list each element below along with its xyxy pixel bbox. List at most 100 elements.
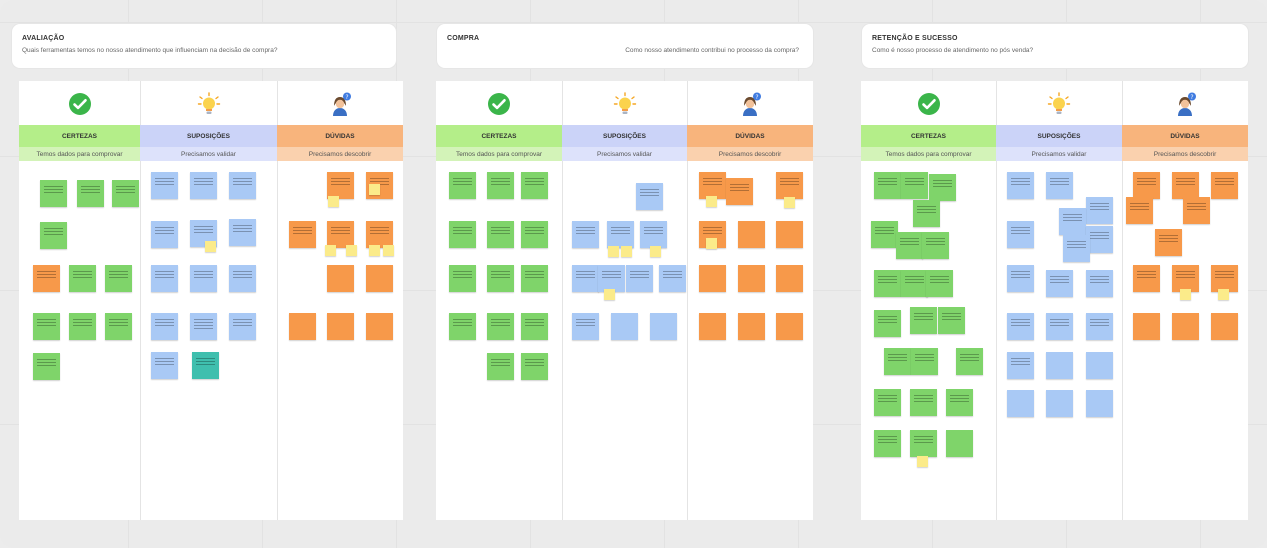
sticky-note[interactable]	[874, 389, 901, 416]
sticky-note[interactable]	[598, 265, 625, 292]
sticky-note[interactable]	[487, 172, 514, 199]
sticky-note[interactable]	[521, 265, 548, 292]
sticky-note[interactable]	[604, 289, 615, 300]
sticky-note[interactable]	[706, 238, 717, 249]
sticky-note[interactable]	[611, 313, 638, 340]
sticky-note[interactable]	[1086, 270, 1113, 297]
sticky-note[interactable]	[327, 172, 354, 199]
sticky-note[interactable]	[151, 352, 178, 379]
sticky-note[interactable]	[1211, 313, 1238, 340]
sticky-note[interactable]	[956, 348, 983, 375]
sticky-note[interactable]	[105, 265, 132, 292]
sticky-note[interactable]	[366, 265, 393, 292]
sticky-note[interactable]	[621, 246, 632, 257]
sticky-note[interactable]	[699, 172, 726, 199]
sticky-note[interactable]	[1059, 208, 1086, 235]
sticky-note[interactable]	[205, 241, 216, 252]
sticky-note[interactable]	[922, 232, 949, 259]
sticky-note[interactable]	[1046, 390, 1073, 417]
sticky-note[interactable]	[77, 180, 104, 207]
sticky-note[interactable]	[325, 245, 336, 256]
sticky-note[interactable]	[369, 245, 380, 256]
sticky-note[interactable]	[366, 221, 393, 248]
sticky-note[interactable]	[738, 265, 765, 292]
sticky-note[interactable]	[449, 172, 476, 199]
sticky-note[interactable]	[328, 196, 339, 207]
sticky-note[interactable]	[1172, 265, 1199, 292]
sticky-note[interactable]	[229, 265, 256, 292]
sticky-note[interactable]	[1046, 172, 1073, 199]
sticky-note[interactable]	[40, 222, 67, 249]
sticky-note[interactable]	[929, 174, 956, 201]
sticky-note[interactable]	[229, 172, 256, 199]
sticky-note[interactable]	[1155, 229, 1182, 256]
sticky-note[interactable]	[346, 245, 357, 256]
sticky-note[interactable]	[1007, 352, 1034, 379]
sticky-note[interactable]	[521, 172, 548, 199]
sticky-note[interactable]	[776, 313, 803, 340]
sticky-note[interactable]	[608, 246, 619, 257]
sticky-note[interactable]	[1172, 172, 1199, 199]
sticky-note[interactable]	[33, 313, 60, 340]
sticky-note[interactable]	[327, 221, 354, 248]
sticky-note[interactable]	[1046, 313, 1073, 340]
sticky-note[interactable]	[910, 389, 937, 416]
sticky-note[interactable]	[1007, 390, 1034, 417]
sticky-note[interactable]	[105, 313, 132, 340]
sticky-note[interactable]	[327, 313, 354, 340]
sticky-note[interactable]	[874, 430, 901, 457]
sticky-note[interactable]	[151, 313, 178, 340]
sticky-note[interactable]	[190, 313, 217, 340]
sticky-note[interactable]	[738, 313, 765, 340]
sticky-note[interactable]	[487, 265, 514, 292]
sticky-note[interactable]	[1126, 197, 1153, 224]
sticky-note[interactable]	[706, 196, 717, 207]
sticky-note[interactable]	[901, 172, 928, 199]
sticky-note[interactable]	[901, 270, 928, 297]
sticky-note[interactable]	[1133, 172, 1160, 199]
sticky-note[interactable]	[487, 313, 514, 340]
sticky-note[interactable]	[229, 219, 256, 246]
sticky-note[interactable]	[190, 172, 217, 199]
sticky-note[interactable]	[1086, 352, 1113, 379]
sticky-note[interactable]	[572, 313, 599, 340]
sticky-note[interactable]	[871, 221, 898, 248]
sticky-note[interactable]	[776, 221, 803, 248]
sticky-note[interactable]	[1218, 289, 1229, 300]
sticky-note[interactable]	[1086, 197, 1113, 224]
sticky-note[interactable]	[69, 265, 96, 292]
sticky-note[interactable]	[699, 313, 726, 340]
sticky-note[interactable]	[449, 265, 476, 292]
sticky-note[interactable]	[626, 265, 653, 292]
sticky-note[interactable]	[521, 221, 548, 248]
sticky-note[interactable]	[874, 270, 901, 297]
sticky-note[interactable]	[33, 353, 60, 380]
sticky-note[interactable]	[1007, 265, 1034, 292]
sticky-note[interactable]	[449, 221, 476, 248]
sticky-note[interactable]	[913, 200, 940, 227]
sticky-note[interactable]	[1063, 235, 1090, 262]
sticky-note[interactable]	[366, 313, 393, 340]
sticky-note[interactable]	[69, 313, 96, 340]
sticky-note[interactable]	[874, 172, 901, 199]
sticky-note[interactable]	[650, 246, 661, 257]
sticky-note[interactable]	[938, 307, 965, 334]
sticky-note[interactable]	[776, 172, 803, 199]
sticky-note[interactable]	[874, 310, 901, 337]
sticky-note[interactable]	[1086, 390, 1113, 417]
sticky-note[interactable]	[289, 313, 316, 340]
sticky-note[interactable]	[1211, 172, 1238, 199]
sticky-note[interactable]	[607, 221, 634, 248]
stage-header-avaliacao[interactable]: AVALIAÇÃO Quais ferramentas temos no nos…	[12, 24, 396, 68]
sticky-note[interactable]	[776, 265, 803, 292]
sticky-note[interactable]	[151, 172, 178, 199]
sticky-note[interactable]	[1007, 172, 1034, 199]
sticky-note[interactable]	[487, 221, 514, 248]
sticky-note[interactable]	[946, 389, 973, 416]
sticky-note[interactable]	[1046, 352, 1073, 379]
sticky-note[interactable]	[910, 430, 937, 457]
sticky-note[interactable]	[33, 265, 60, 292]
sticky-note[interactable]	[726, 178, 753, 205]
sticky-note[interactable]	[699, 265, 726, 292]
